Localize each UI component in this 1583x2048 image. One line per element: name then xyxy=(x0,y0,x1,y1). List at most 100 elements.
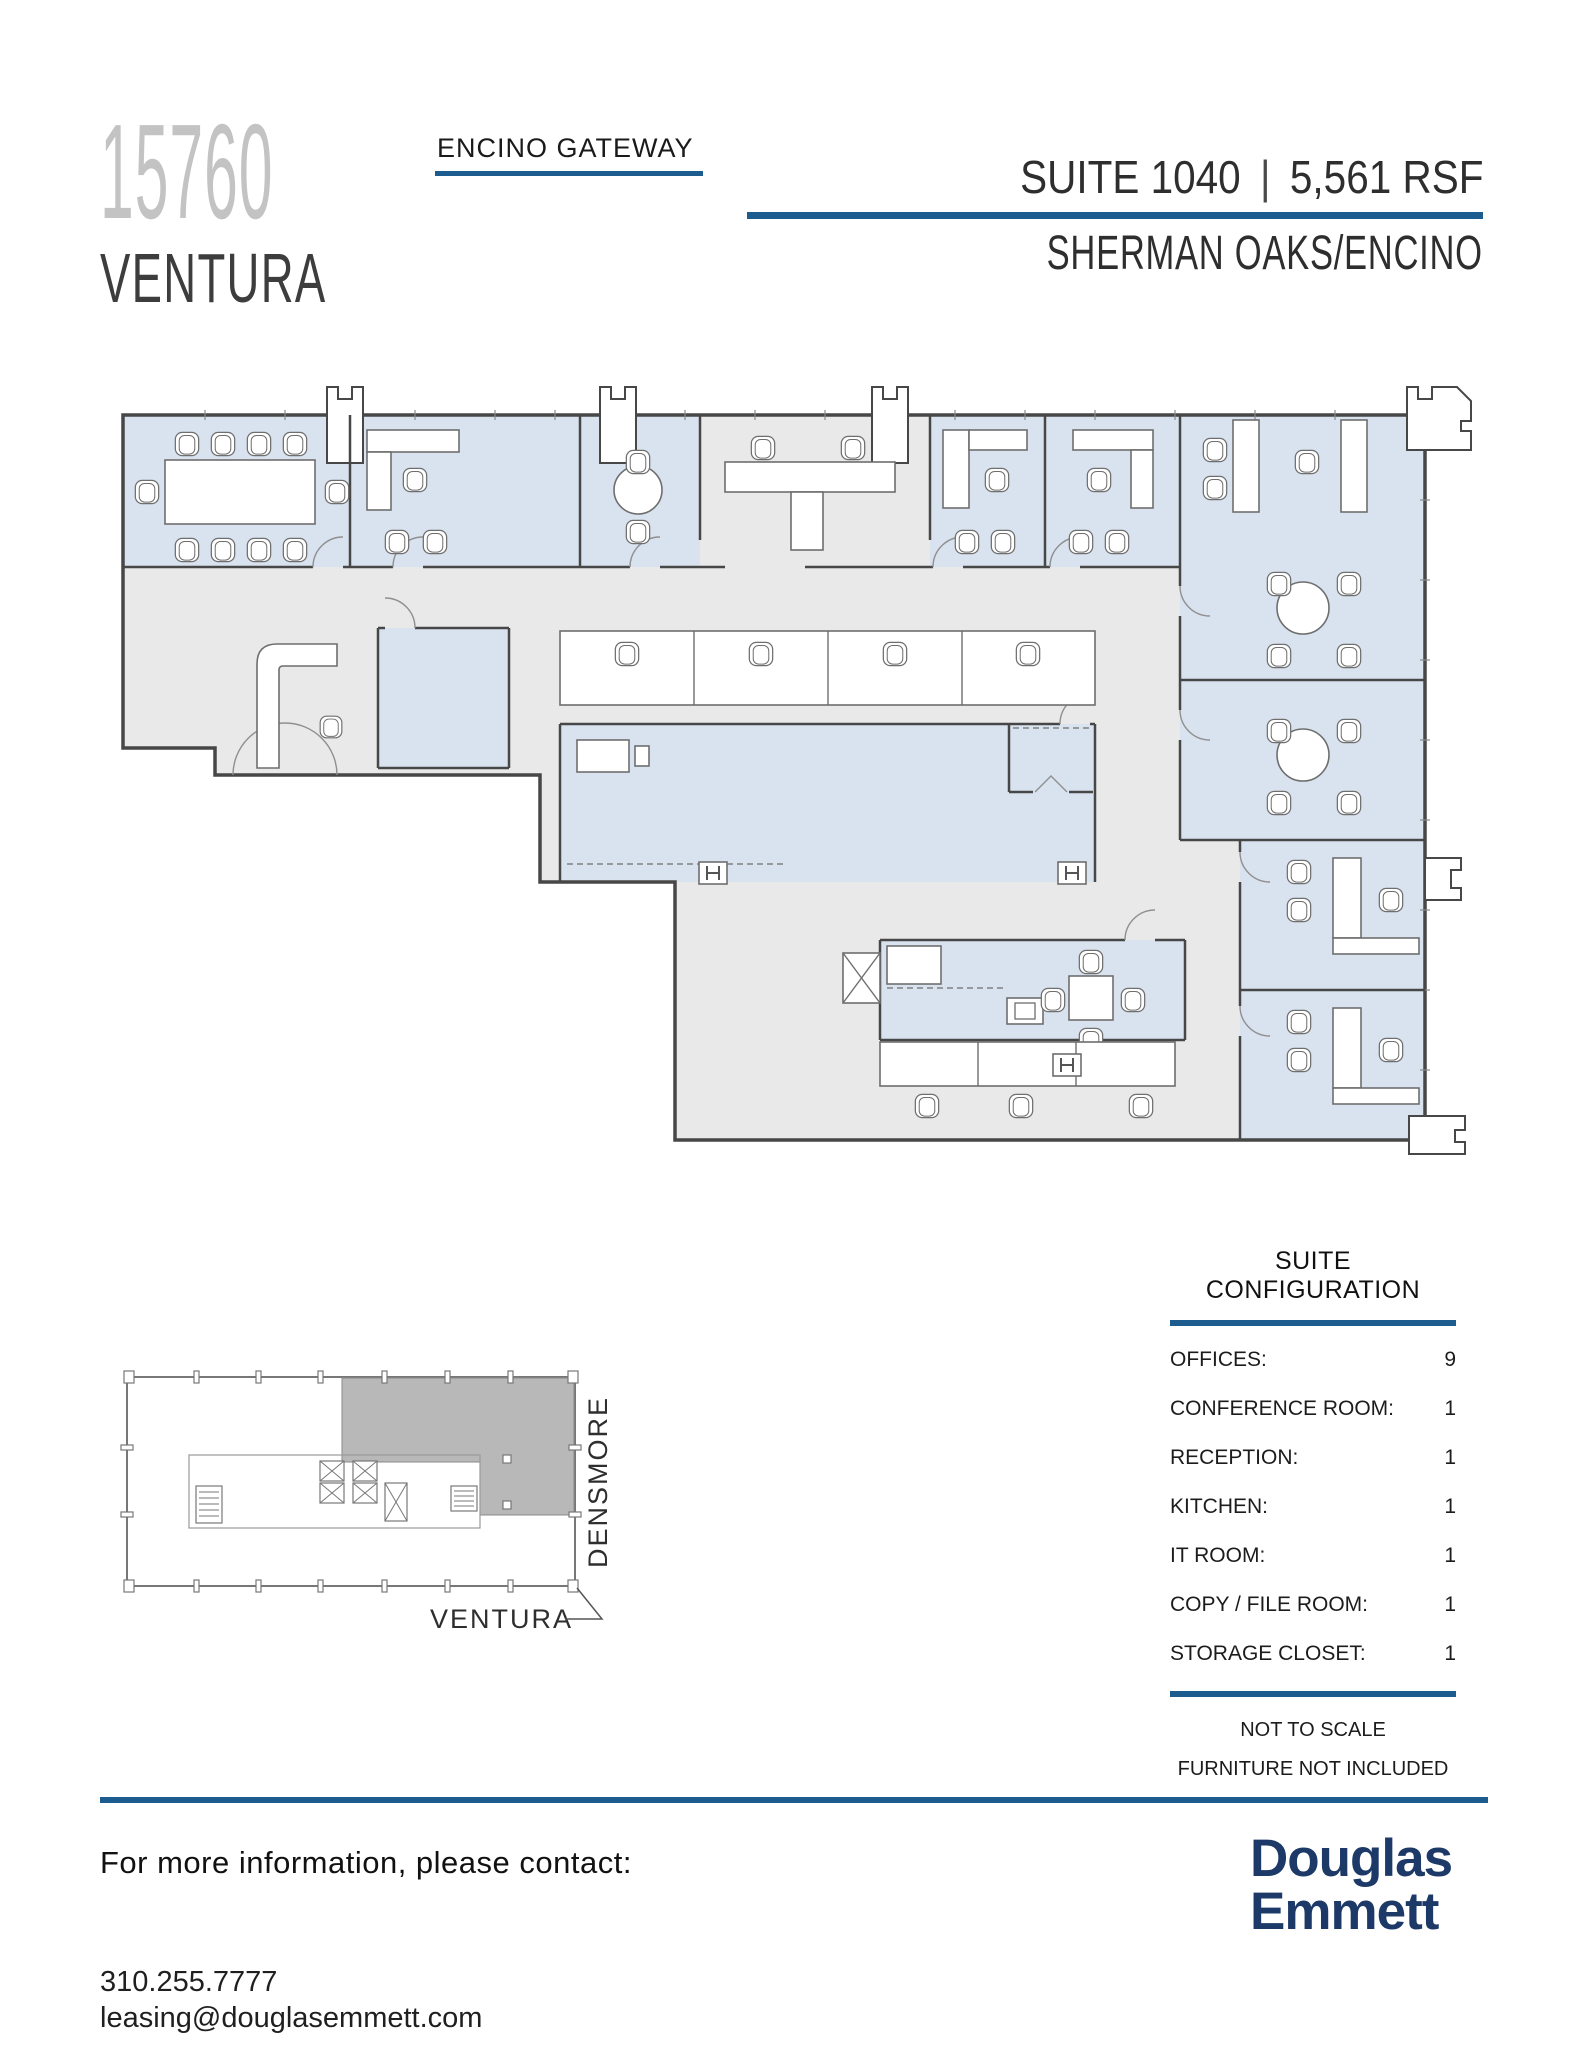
chair xyxy=(1086,467,1112,493)
suite-configuration: SUITE CONFIGURATION OFFICES: 9 CONFERENC… xyxy=(1170,1247,1456,1781)
suite-area: 5,561 RSF xyxy=(1289,151,1483,203)
chair xyxy=(954,529,980,555)
config-value: 1 xyxy=(1444,1544,1456,1567)
contact-heading: For more information, please contact: xyxy=(100,1845,632,1880)
column-tab xyxy=(599,386,637,464)
corner-column-tab xyxy=(1406,386,1472,451)
door-header-symbols xyxy=(698,861,1087,1077)
chair xyxy=(282,537,308,563)
chair xyxy=(210,537,236,563)
desk xyxy=(1340,419,1368,513)
building-name: VENTURA xyxy=(100,239,327,317)
config-row: OFFICES: 9 xyxy=(1170,1348,1456,1372)
chair xyxy=(1336,718,1362,744)
douglas-emmett-logo: Douglas Emmett xyxy=(1250,1832,1490,1938)
chair xyxy=(319,715,343,739)
header-rule xyxy=(747,212,1483,219)
chair xyxy=(990,529,1016,555)
door-mark xyxy=(502,1454,512,1464)
cabinet xyxy=(886,945,942,985)
chair xyxy=(174,431,200,457)
logo-line-1: Douglas xyxy=(1250,1829,1453,1888)
footer-rule xyxy=(100,1797,1488,1803)
chair xyxy=(1128,1093,1154,1119)
config-row: KITCHEN: 1 xyxy=(1170,1495,1456,1519)
corner-bump xyxy=(1408,1115,1466,1155)
chair xyxy=(1008,1093,1034,1119)
sink xyxy=(1006,997,1044,1025)
config-row: COPY / FILE ROOM: 1 xyxy=(1170,1593,1456,1617)
column-tabs xyxy=(326,386,1472,1155)
chair xyxy=(748,641,774,667)
column-tab xyxy=(326,386,364,464)
chair xyxy=(1015,641,1041,667)
chair xyxy=(1378,1037,1404,1063)
copier xyxy=(634,745,650,767)
logo-line-2: Emmett xyxy=(1250,1882,1439,1941)
chair xyxy=(246,431,272,457)
desk xyxy=(1232,419,1260,513)
stairs xyxy=(195,1485,478,1524)
config-value: 1 xyxy=(1444,1593,1456,1616)
window-ticks xyxy=(204,410,1430,1071)
chair xyxy=(1286,1047,1312,1073)
millwork-dashed xyxy=(567,727,1089,989)
desk xyxy=(366,451,392,511)
config-rule-bottom xyxy=(1170,1691,1456,1697)
desk xyxy=(1332,1007,1362,1089)
chair xyxy=(422,529,448,555)
chair xyxy=(1266,643,1292,669)
chair xyxy=(1068,529,1094,555)
desk xyxy=(1332,857,1362,939)
chair xyxy=(1202,475,1228,501)
workstation-band xyxy=(879,1041,1176,1087)
desk xyxy=(942,429,970,509)
chair xyxy=(1266,790,1292,816)
chair xyxy=(1120,987,1146,1013)
street-label-densmore: DENSMORE xyxy=(583,1396,613,1568)
chair xyxy=(984,467,1010,493)
suite-title: SUITE 1040 | 5,561 RSF xyxy=(1020,150,1483,204)
reception-counter xyxy=(256,643,338,769)
desk xyxy=(790,491,824,551)
config-row: CONFERENCE ROOM: 1 xyxy=(1170,1397,1456,1421)
chair xyxy=(1286,859,1312,885)
config-value: 1 xyxy=(1444,1495,1456,1518)
chair xyxy=(614,641,640,667)
chair xyxy=(402,467,428,493)
column-ticks xyxy=(120,1370,582,1593)
config-label: KITCHEN: xyxy=(1170,1495,1269,1518)
office-7 xyxy=(378,628,509,768)
chair xyxy=(1336,643,1362,669)
chair xyxy=(750,435,776,461)
config-label: OFFICES: xyxy=(1170,1348,1267,1371)
building-number: 15760 xyxy=(100,96,274,247)
suite-label: SUITE 1040 xyxy=(1019,151,1241,203)
chair xyxy=(134,479,160,505)
config-row: IT ROOM: 1 xyxy=(1170,1544,1456,1568)
config-value: 1 xyxy=(1444,1446,1456,1469)
config-value: 9 xyxy=(1444,1348,1456,1371)
chair xyxy=(1286,1009,1312,1035)
chair xyxy=(840,435,866,461)
chair xyxy=(384,529,410,555)
submarket-label: SHERMAN OAKS/ENCINO xyxy=(1046,227,1483,280)
chair xyxy=(882,641,908,667)
chair xyxy=(282,431,308,457)
chair xyxy=(246,537,272,563)
config-row: STORAGE CLOSET: 1 xyxy=(1170,1642,1456,1666)
sink-basin xyxy=(1014,1002,1036,1020)
chair xyxy=(324,479,350,505)
wall-bump xyxy=(1424,857,1462,901)
chair xyxy=(1266,718,1292,744)
elevator-bank xyxy=(319,1460,408,1522)
note-not-to-scale: NOT TO SCALE xyxy=(1240,1719,1386,1741)
config-value: 1 xyxy=(1444,1642,1456,1665)
suite-divider: | xyxy=(1259,151,1271,203)
interior-walls xyxy=(123,415,1425,1140)
chair xyxy=(1202,437,1228,463)
furniture xyxy=(134,419,1420,1119)
chair xyxy=(1104,529,1130,555)
chair xyxy=(210,431,236,457)
config-rule-top xyxy=(1170,1320,1456,1326)
